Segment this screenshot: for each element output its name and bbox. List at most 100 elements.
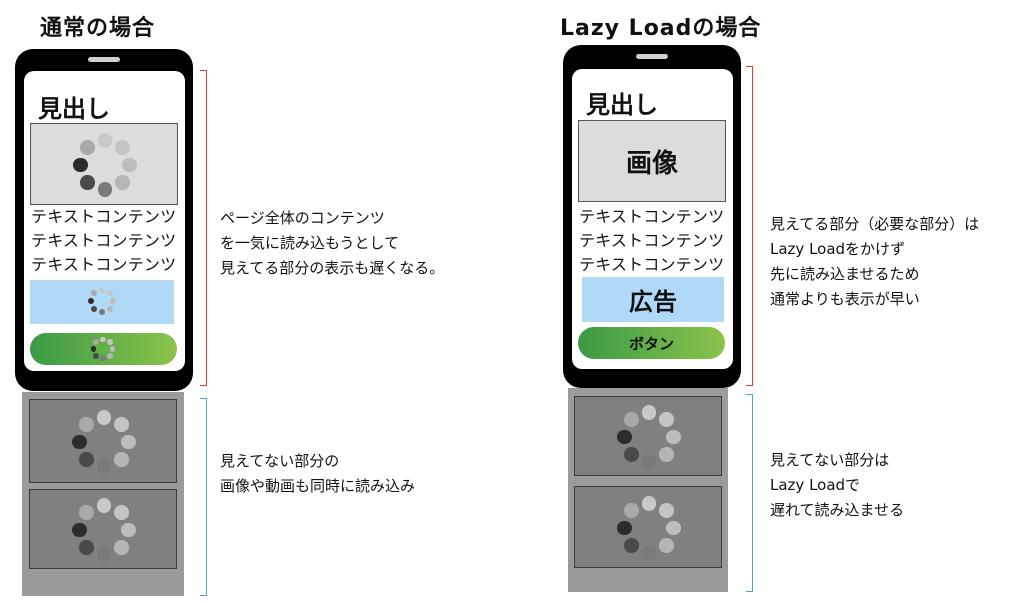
spinner-dot (96, 498, 112, 513)
spinner-dot (97, 133, 113, 148)
spinner-dot (72, 522, 87, 538)
spinner-dot (121, 522, 136, 538)
spinner-dot (115, 175, 130, 190)
right-ad: 広告 (582, 277, 724, 322)
left-text-line: テキストコンテンツ (31, 231, 177, 250)
right-button-label: ボタン (628, 334, 674, 353)
right-offscreen-media-1 (574, 396, 722, 476)
spinner-dot (96, 459, 112, 474)
spinner-dot (641, 545, 657, 560)
spinner-dot (98, 308, 106, 316)
spinner-dot (79, 417, 94, 432)
spinner-dot (90, 305, 98, 313)
right-phone: 見出し 画像 テキストコンテンツ テキストコンテンツ テキストコンテンツ 広告 … (563, 45, 741, 388)
spinner-dot (98, 286, 106, 294)
note-line: 遅れて読み込ませる (770, 501, 905, 519)
loading-spinner-icon (71, 497, 137, 563)
left-heading: 見出し (38, 95, 110, 123)
note-line: 見えてない部分は (770, 451, 890, 469)
spinner-dot (90, 289, 98, 297)
right-ad-label: 広告 (629, 288, 677, 316)
left-hidden-bracket (200, 398, 207, 596)
spinner-dot (79, 505, 94, 520)
spinner-dot (109, 297, 117, 305)
spinner-dot (624, 447, 639, 462)
spinner-dot (115, 140, 130, 155)
right-offscreen-area (568, 388, 728, 592)
left-text-line: テキストコンテンツ (31, 207, 177, 226)
spinner-dot (666, 520, 681, 536)
note-line: 画像や動画も同時に読み込み (220, 477, 416, 495)
spinner-dot (97, 182, 113, 197)
right-offscreen-media-2 (574, 486, 722, 568)
spinner-dot (106, 339, 113, 346)
loading-spinner-icon (90, 336, 116, 362)
right-text-line: テキストコンテンツ (579, 207, 725, 226)
spinner-dot (624, 538, 639, 553)
loading-spinner-icon (616, 404, 682, 470)
left-phone-speaker (88, 57, 120, 62)
note-line: を一気に読み込もうとして (220, 234, 400, 252)
spinner-dot (624, 412, 639, 427)
spinner-dot (659, 503, 674, 518)
spinner-dot (641, 454, 657, 469)
loading-spinner-icon (72, 132, 138, 198)
loading-spinner-icon (616, 495, 682, 561)
note-line: 見えてる部分の表示も遅くなる。 (220, 259, 445, 277)
spinner-dot (109, 346, 116, 352)
right-heading: 見出し (586, 91, 658, 119)
spinner-dot (80, 175, 95, 190)
loading-spinner-icon (71, 409, 137, 475)
left-phone-screen: 見出し テキストコンテンツ テキストコンテンツ テキストコンテンツ (24, 71, 185, 371)
spinner-dot (100, 355, 106, 362)
spinner-dot (114, 505, 129, 520)
spinner-dot (659, 538, 674, 553)
spinner-dot (96, 410, 112, 425)
left-title: 通常の場合 (40, 16, 156, 41)
spinner-dot (100, 336, 106, 343)
spinner-dot (641, 496, 657, 511)
spinner-dot (122, 157, 137, 173)
spinner-dot (114, 417, 129, 432)
spinner-dot (114, 540, 129, 555)
spinner-dot (617, 520, 632, 536)
left-phone: 見出し テキストコンテンツ テキストコンテンツ テキストコンテンツ (15, 49, 193, 391)
spinner-dot (624, 503, 639, 518)
right-text-block: テキストコンテンツ テキストコンテンツ テキストコンテンツ (579, 205, 724, 277)
note-line: 先に読み込ませるため (770, 265, 920, 283)
left-visible-bracket (200, 70, 207, 386)
spinner-dot (93, 352, 100, 359)
spinner-dot (90, 346, 97, 352)
left-button-placeholder[interactable] (30, 333, 177, 365)
spinner-dot (106, 352, 113, 359)
spinner-dot (114, 452, 129, 467)
note-line: ページ全体のコンテンツ (220, 209, 385, 227)
spinner-dot (72, 434, 87, 450)
right-title: Lazy Loadの場合 (560, 16, 762, 41)
right-phone-speaker (636, 54, 668, 59)
spinner-dot (79, 540, 94, 555)
left-text-block: テキストコンテンツ テキストコンテンツ テキストコンテンツ (31, 205, 176, 277)
spinner-dot (617, 429, 632, 445)
spinner-dot (659, 447, 674, 462)
right-hidden-bracket (746, 394, 753, 592)
right-visible-bracket (746, 66, 753, 386)
spinner-dot (79, 452, 94, 467)
right-image: 画像 (578, 120, 726, 202)
spinner-dot (641, 405, 657, 420)
spinner-dot (87, 297, 95, 305)
note-line: 見えてる部分（必要な部分）は (770, 215, 980, 233)
left-offscreen-area (22, 392, 184, 596)
spinner-dot (121, 434, 136, 450)
spinner-dot (659, 412, 674, 427)
left-offscreen-media-1 (29, 399, 177, 483)
left-offscreen-media-2 (29, 489, 177, 569)
note-line: 通常よりも表示が早い (770, 290, 920, 308)
right-text-line: テキストコンテンツ (579, 255, 725, 274)
spinner-dot (93, 339, 100, 346)
left-visible-note: ページ全体のコンテンツ を一気に読み込もうとして 見えてる部分の表示も遅くなる。 (220, 206, 444, 281)
spinner-dot (80, 140, 95, 155)
loading-spinner-icon (87, 286, 117, 316)
right-button[interactable]: ボタン (578, 327, 725, 359)
note-line: 見えてない部分の (220, 452, 340, 470)
